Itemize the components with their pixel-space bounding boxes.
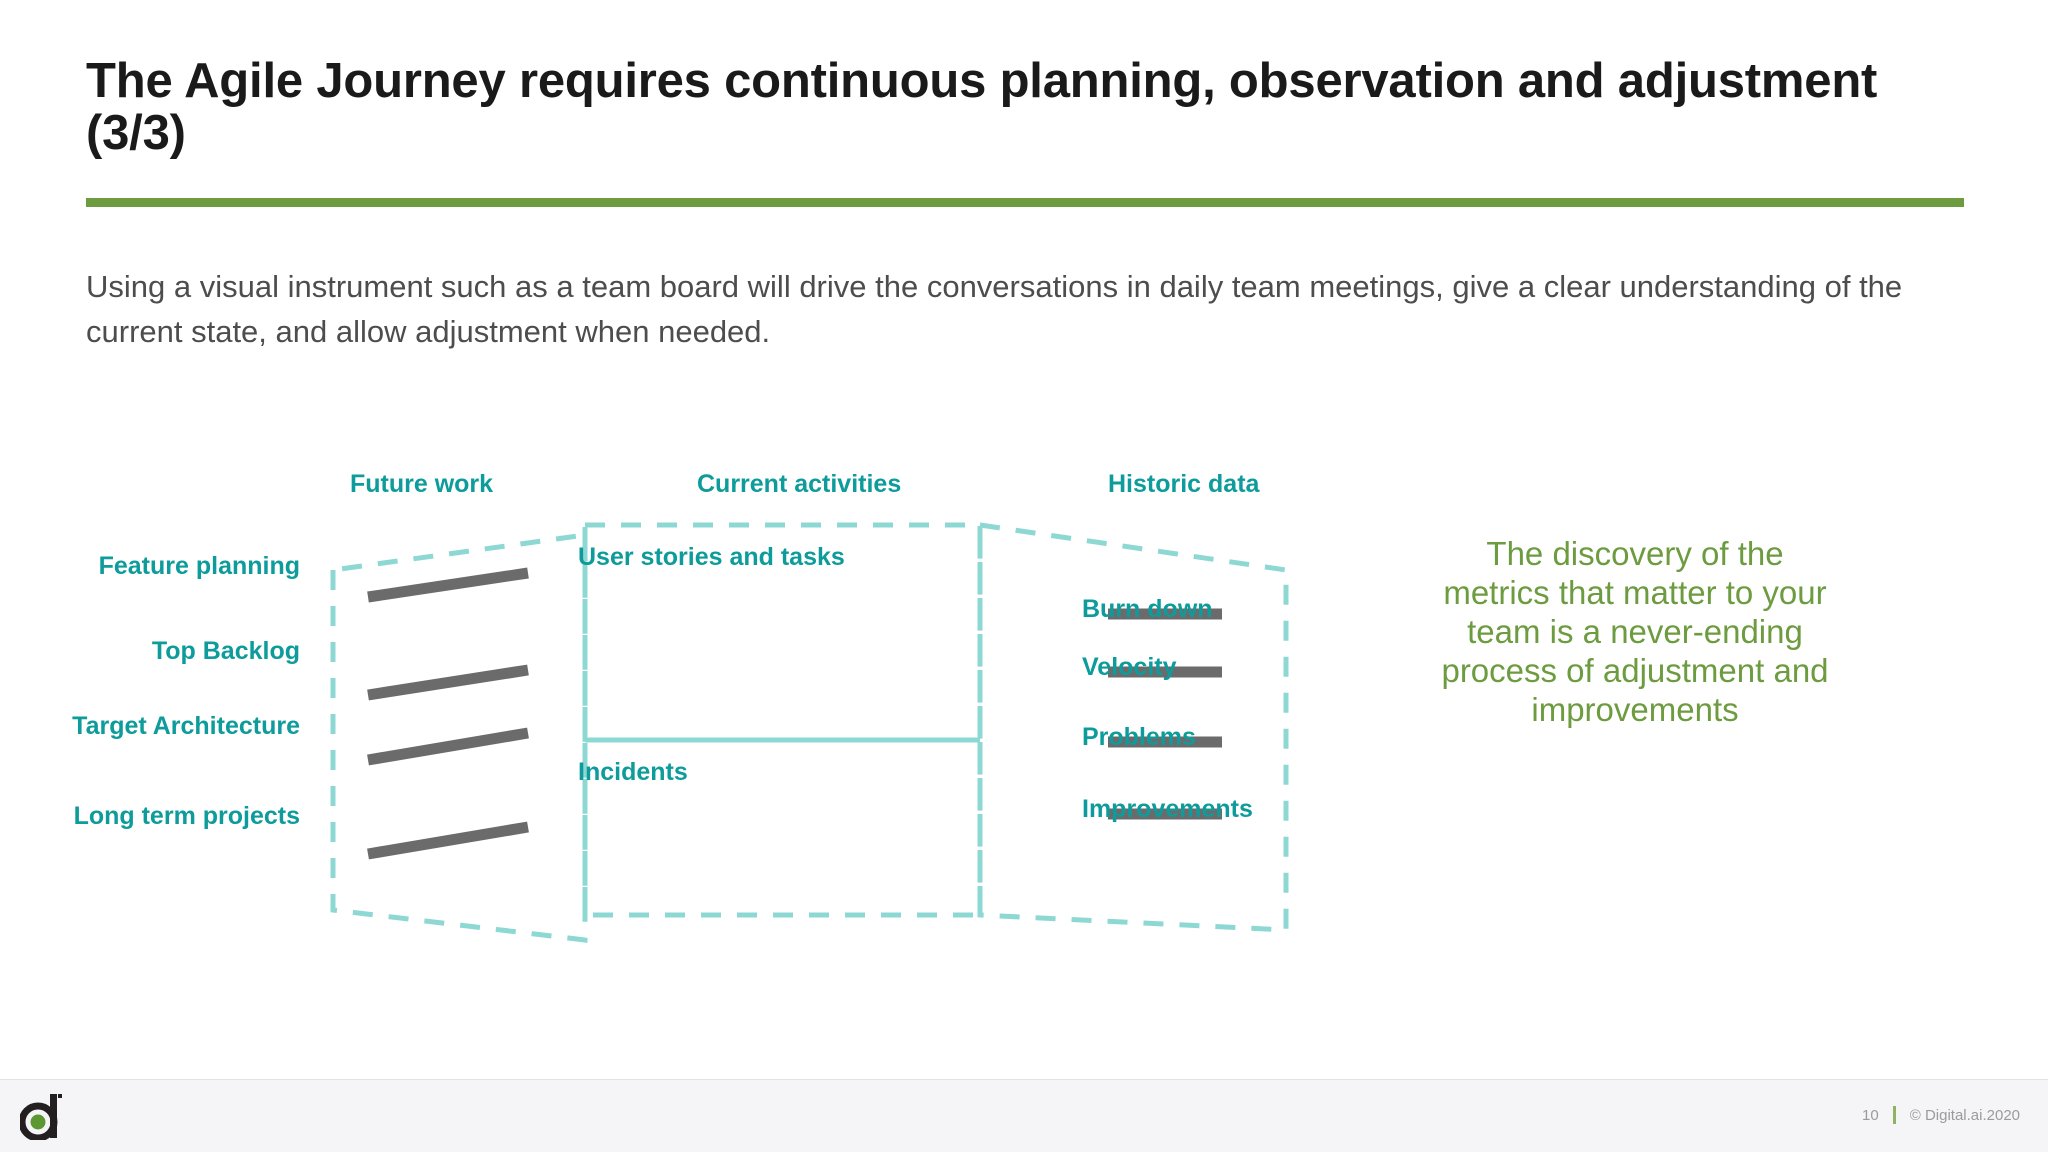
digital-ai-logo — [20, 1094, 62, 1140]
column-header-future-work: Future work — [350, 470, 494, 498]
future-work-item-bar — [367, 664, 529, 701]
current-activities-label-user-stories: User stories and tasks — [578, 543, 845, 571]
historic-data-label-burn-down: Burn down — [1082, 595, 1213, 623]
page-title: The Agile Journey requires continuous pl… — [86, 54, 1878, 161]
future-work-item-bar — [367, 727, 529, 766]
future-work-item-bar — [367, 567, 529, 603]
future-work-label-top-backlog: Top Backlog — [151, 637, 300, 665]
current-activities-label-incidents: Incidents — [578, 758, 688, 786]
historic-data-label-problems: Problems — [1082, 723, 1196, 751]
copyright-text: © Digital.ai.2020 — [1909, 1106, 2020, 1124]
historic-data-label-improvements: Improvements — [1082, 795, 1253, 823]
page-subtitle: Using a visual instrument such as a team… — [86, 269, 1903, 349]
diagram-shapes — [330, 522, 1289, 943]
column-header-historic-data: Historic data — [1108, 470, 1260, 498]
team-board-diagram: Future work Current activities Historic … — [0, 470, 1400, 1010]
future-work-label-target-architecture: Target Architecture — [72, 712, 300, 740]
footer-divider — [1892, 1106, 1896, 1124]
footer-meta: 10 © Digital.ai.2020 — [1862, 1106, 2020, 1124]
future-work-item-bar — [367, 821, 529, 860]
future-work-label-long-term-projects: Long term projects — [73, 802, 300, 830]
current-activities-panel-outline — [582, 522, 983, 918]
callout-text: The discovery of the metrics that matter… — [1441, 535, 1829, 728]
page-number: 10 — [1862, 1106, 1879, 1124]
future-work-label-feature-planning: Feature planning — [98, 552, 300, 580]
column-header-current-activities: Current activities — [697, 470, 902, 498]
future-work-panel-outline — [330, 532, 588, 943]
title-underline-rule — [86, 198, 1964, 207]
slide-footer: 10 © Digital.ai.2020 — [0, 1079, 2048, 1152]
historic-data-label-velocity: Velocity — [1082, 653, 1177, 681]
